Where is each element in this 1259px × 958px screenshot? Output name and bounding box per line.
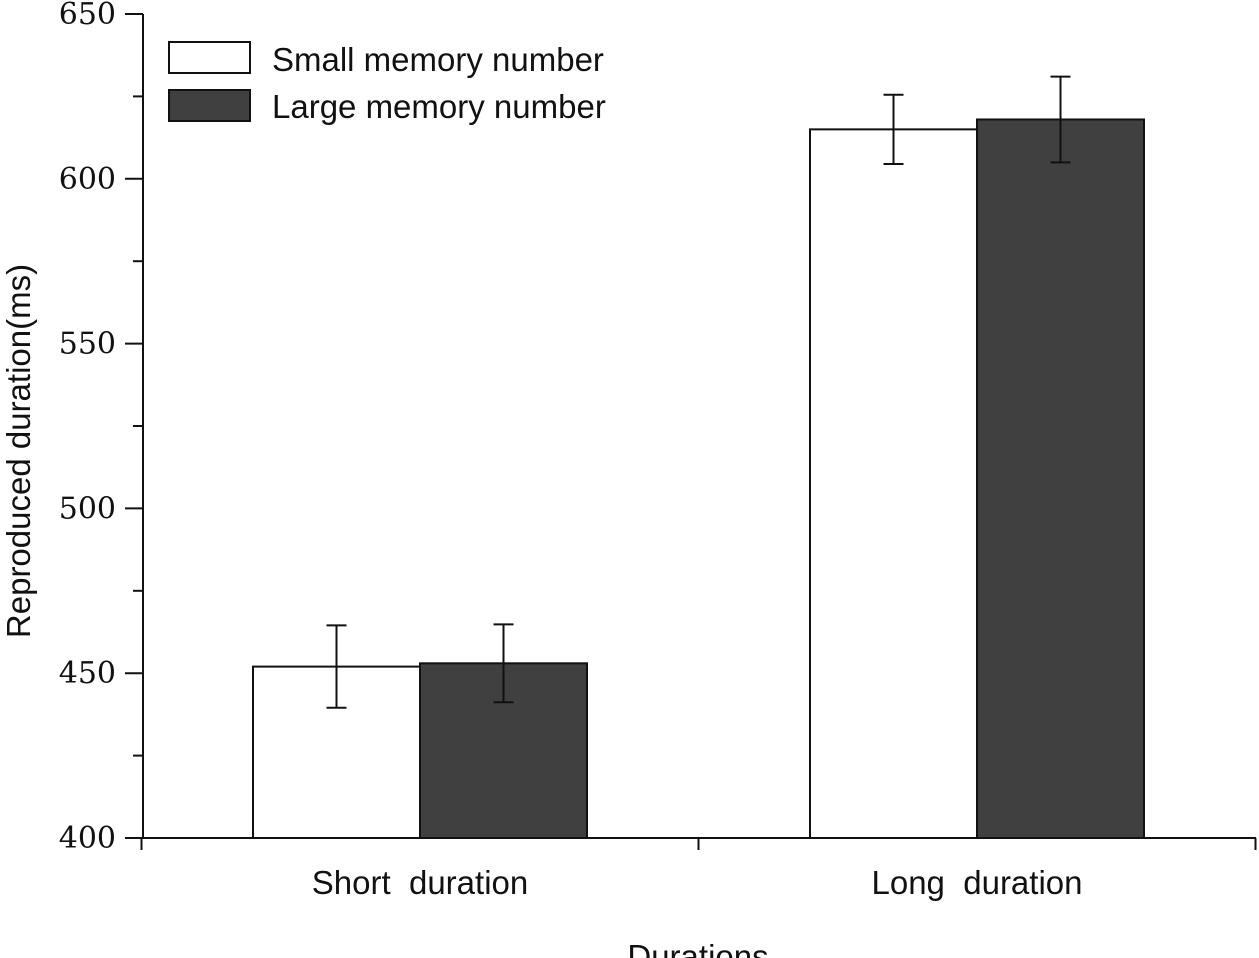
x-ticks-layer: Short duration Long duration xyxy=(140,838,1257,901)
bars-layer xyxy=(252,118,1145,840)
y-tick-label-550: 550 xyxy=(59,327,116,362)
y-tick-label-500: 500 xyxy=(59,491,116,526)
y-tick-label-650: 650 xyxy=(59,0,116,32)
bar-series-0-cat-1 xyxy=(809,128,978,840)
error-bars-layer xyxy=(326,75,1071,709)
y-axis-title: Reproduced duration(ms) xyxy=(0,264,37,638)
y-tick-label-400: 400 xyxy=(59,821,116,856)
y-tick-label-450: 450 xyxy=(59,656,116,691)
bar-series-1-cat-1 xyxy=(976,118,1145,840)
x-tick-label-0: Short duration xyxy=(312,864,528,901)
x-tick-label-1: Long duration xyxy=(871,864,1082,901)
legend-label-large: Large memory number xyxy=(272,88,606,125)
legend-swatch-large xyxy=(168,89,251,122)
legend: Small memory number Large memory number xyxy=(168,41,606,125)
legend-label-small: Small memory number xyxy=(272,41,604,78)
y-ticks-layer: 400 450 500 550 600 650 xyxy=(59,0,143,856)
x-axis-title: Durations xyxy=(627,938,768,958)
legend-swatch-small xyxy=(168,41,251,74)
y-tick-label-600: 600 xyxy=(59,162,116,197)
